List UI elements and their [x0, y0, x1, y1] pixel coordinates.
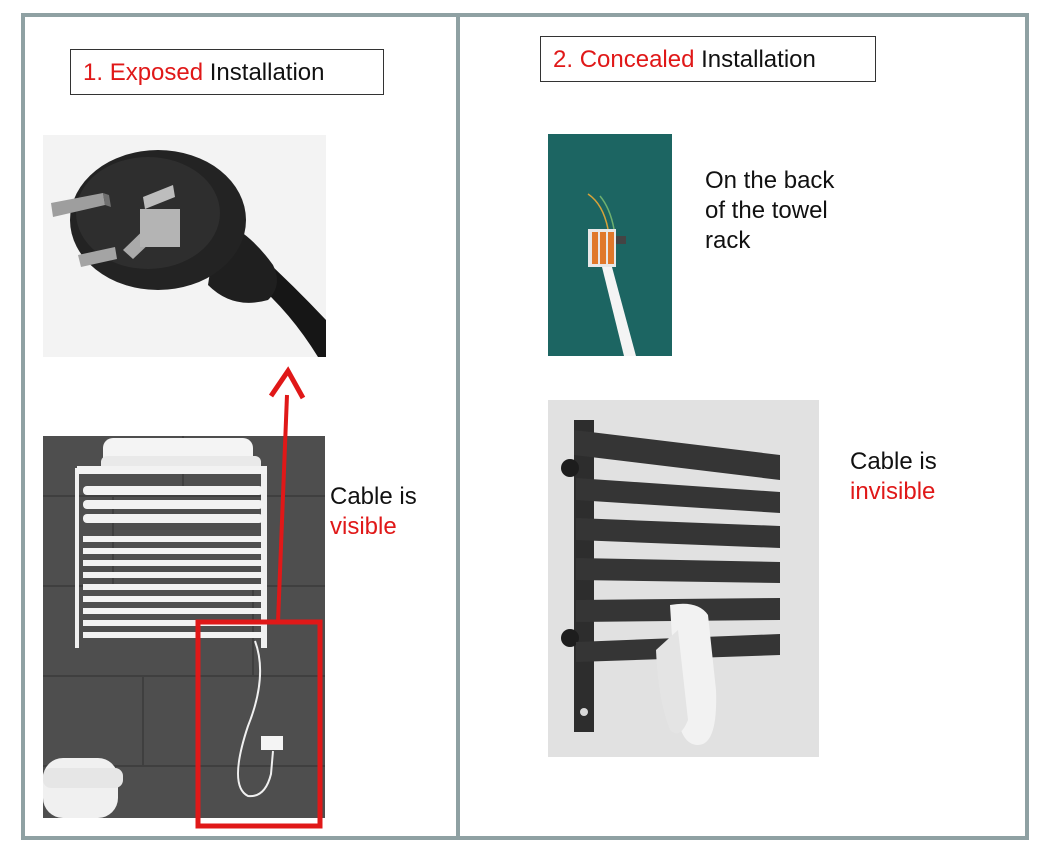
concealed-caption-line2: invisible — [850, 478, 936, 505]
exposed-title-keyword: Exposed — [109, 59, 204, 86]
exposed-caption-line1: Cable is — [330, 483, 417, 510]
back-caption-line2: of the towel — [705, 197, 828, 224]
concealed-caption: Cable is invisible — [850, 447, 937, 507]
cable-highlight-box — [195, 619, 323, 829]
exposed-title-rest: Installation — [209, 59, 325, 86]
plug-photo — [43, 135, 326, 357]
concealed-title-keyword: Concealed — [579, 46, 695, 73]
back-caption-line1: On the back — [705, 167, 835, 194]
concealed-title-rest: Installation — [701, 46, 816, 73]
cable-arrow-head — [268, 366, 306, 400]
concealed-title: 2. Concealed Installation — [540, 36, 876, 82]
exposed-title-number: 1. — [83, 59, 104, 86]
exposed-title: 1. Exposed Installation — [70, 49, 384, 95]
outer-frame — [21, 13, 1029, 840]
exposed-caption: Cable is visible — [330, 482, 417, 542]
connector-photo — [548, 134, 672, 356]
exposed-caption-line2: visible — [330, 513, 397, 540]
column-divider — [456, 13, 460, 840]
cable-arrow-shaft — [276, 394, 289, 623]
back-caption-line3: rack — [705, 227, 751, 254]
back-of-rack-caption: On the back of the towel rack — [705, 166, 834, 256]
concealed-title-number: 2. — [553, 46, 574, 73]
concealed-caption-line1: Cable is — [850, 448, 937, 475]
concealed-rack-photo — [548, 400, 819, 757]
